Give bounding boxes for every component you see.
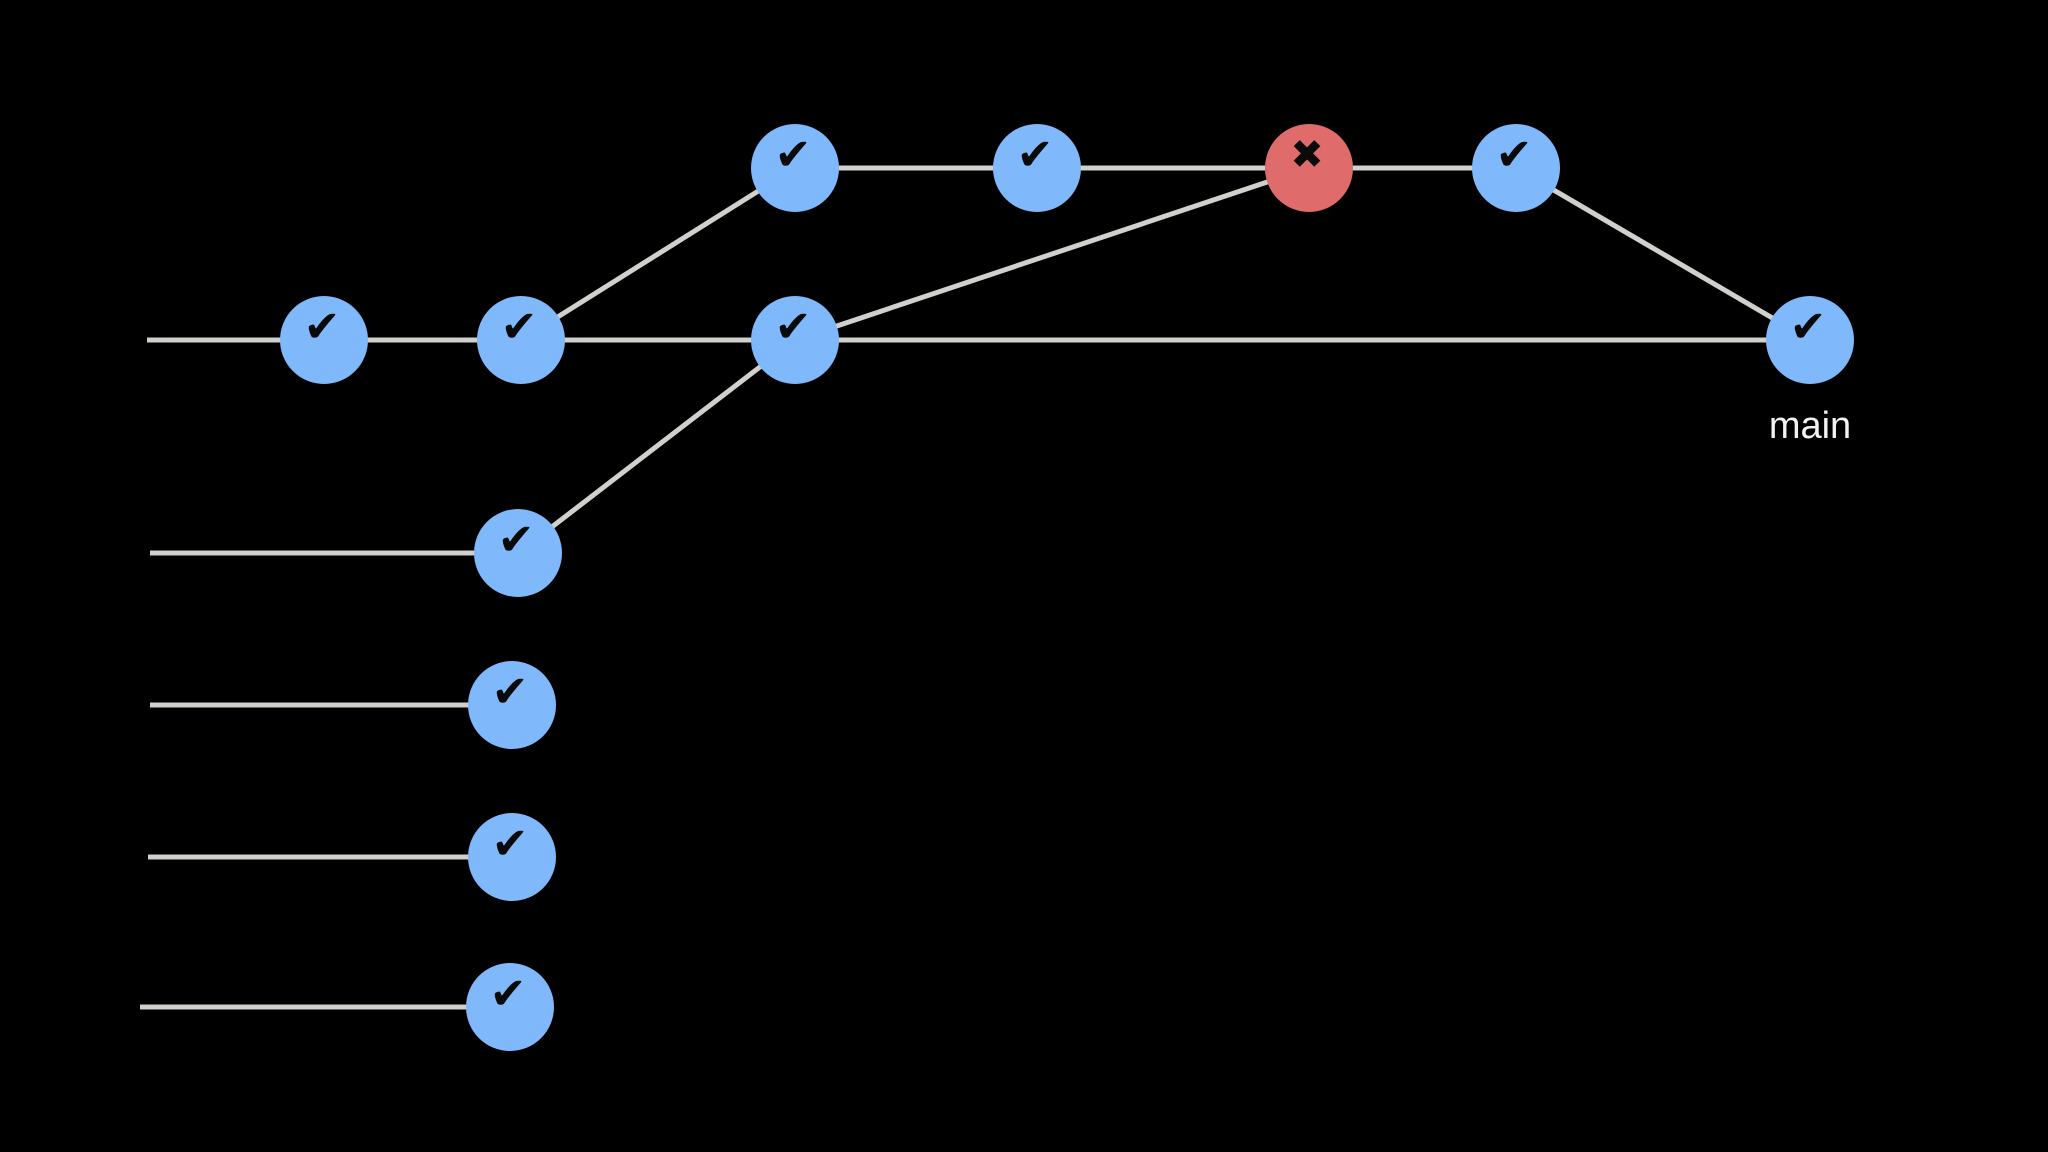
commit-node-circle[interactable] xyxy=(466,963,554,1051)
commit-node-success[interactable]: ✔ xyxy=(468,661,556,749)
branch-name-label: main xyxy=(1769,405,1851,447)
commit-node-success[interactable]: ✔ xyxy=(474,509,562,597)
commit-node-success[interactable]: ✔ xyxy=(751,124,839,212)
commit-node-success[interactable]: ✔ xyxy=(1472,124,1560,212)
commit-node-circle[interactable] xyxy=(280,296,368,384)
commit-node-success[interactable]: ✔ xyxy=(477,296,565,384)
labels-layer: main xyxy=(1769,405,1851,447)
commit-edge xyxy=(1514,165,1812,343)
commit-node-circle[interactable] xyxy=(751,124,839,212)
commit-node-circle[interactable] xyxy=(474,509,562,597)
commit-node-success[interactable]: ✔ xyxy=(751,296,839,384)
commit-node-success[interactable]: ✔ xyxy=(1766,296,1854,384)
commit-node-circle[interactable] xyxy=(1766,296,1854,384)
commit-node-failed[interactable]: ✖ xyxy=(1265,124,1353,212)
commit-node-success[interactable]: ✔ xyxy=(993,124,1081,212)
commit-node-circle[interactable] xyxy=(1472,124,1560,212)
commit-node-circle[interactable] xyxy=(468,661,556,749)
commit-node-success[interactable]: ✔ xyxy=(280,296,368,384)
commit-node-circle[interactable] xyxy=(477,296,565,384)
commit-node-circle[interactable] xyxy=(1265,124,1353,212)
commit-node-circle[interactable] xyxy=(468,813,556,901)
commit-node-success[interactable]: ✔ xyxy=(468,813,556,901)
commit-edge xyxy=(794,165,1310,343)
commit-node-success[interactable]: ✔ xyxy=(466,963,554,1051)
commit-node-circle[interactable] xyxy=(993,124,1081,212)
commit-edge xyxy=(516,338,797,555)
commit-edge xyxy=(519,165,797,343)
commit-node-circle[interactable] xyxy=(751,296,839,384)
